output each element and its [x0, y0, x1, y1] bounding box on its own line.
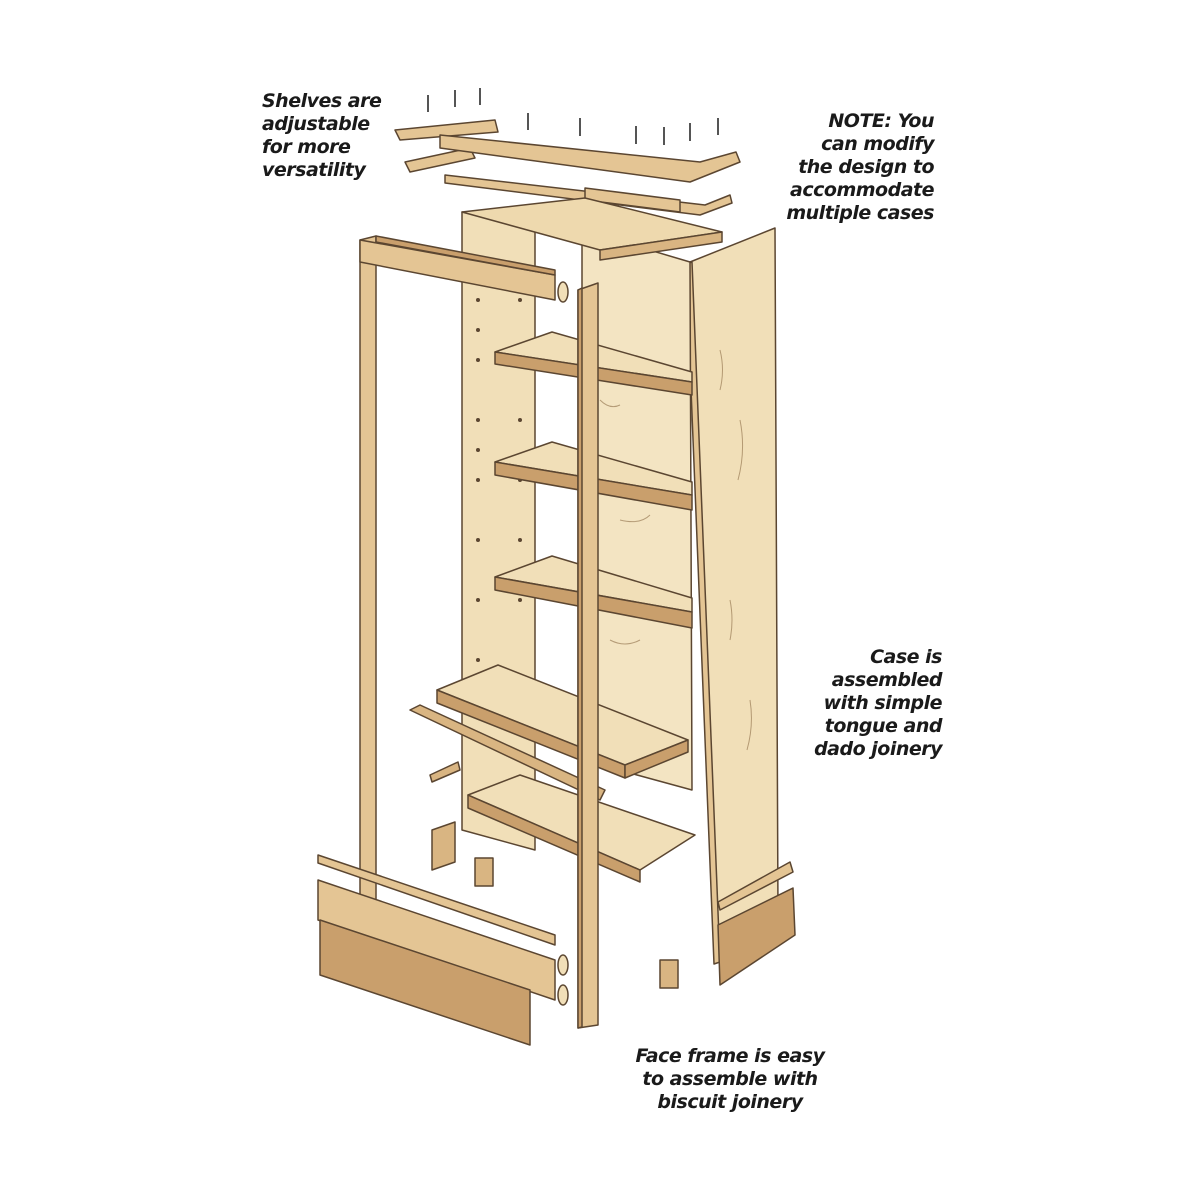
- wood-grain: [599, 349, 752, 751]
- base-rail: [317, 854, 556, 1046]
- annotation-line: NOTE: You: [786, 110, 934, 133]
- annotation-shelves-adjustable: Shelves are adjustable for more versatil…: [262, 90, 382, 182]
- front-cleat: [409, 704, 606, 801]
- annotation-line: versatility: [262, 159, 366, 181]
- annotation-line: accommodate: [790, 179, 934, 201]
- annotation-line: Face frame is easy: [635, 1045, 825, 1067]
- right-base: [717, 861, 796, 986]
- annotation-line: can modify: [821, 133, 934, 155]
- annotation-line: assembled: [831, 669, 943, 691]
- note-label: NOTE:: [828, 110, 892, 132]
- annotation-case-joinery: Case is assembled with simple tongue and…: [814, 646, 942, 761]
- annotation-line: to assemble with: [642, 1068, 818, 1090]
- annotation-face-frame: Face frame is easy to assemble with bisc…: [610, 1045, 850, 1114]
- annotation-line: dado joinery: [814, 738, 942, 760]
- annotation-line: with simple: [823, 692, 943, 714]
- annotation-line: Case is: [870, 646, 942, 668]
- annotation-line: biscuit joinery: [657, 1091, 803, 1113]
- annotation-line: multiple cases: [786, 202, 934, 224]
- annotation-line: for more: [262, 136, 351, 158]
- annotation-line: Shelves are: [262, 90, 382, 112]
- annotation-line-text: You: [891, 110, 935, 132]
- biscuits: [557, 281, 569, 1006]
- face-frame: [359, 235, 599, 1029]
- top-molding: [394, 119, 741, 216]
- annotation-line: adjustable: [262, 113, 370, 135]
- annotation-line: the design to: [798, 156, 934, 178]
- annotation-line: tongue and: [824, 715, 943, 737]
- leveling-feet: [431, 821, 679, 989]
- screws: [427, 88, 719, 145]
- annotation-note-modify-design: NOTE: You can modify the design to accom…: [786, 110, 934, 225]
